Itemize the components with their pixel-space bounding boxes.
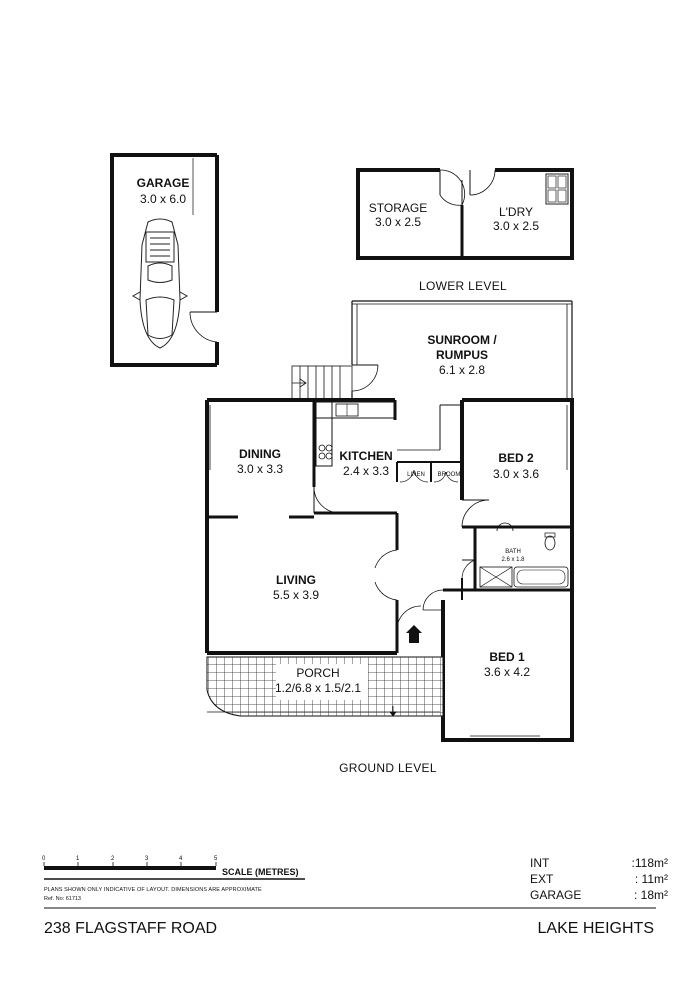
area-row-int: INT :118m² bbox=[530, 855, 668, 871]
bed1-dimensions: 3.6 x 4.2 bbox=[484, 665, 530, 679]
area-summary: INT :118m² EXT : 11m² GARAGE : 18m² bbox=[530, 855, 668, 903]
scale-tick-5: 5 bbox=[214, 856, 218, 862]
bath-dimensions: 2.6 x 1.8 bbox=[501, 557, 525, 563]
scale-title: SCALE (METRES) bbox=[222, 867, 299, 877]
bed2-name: BED 2 bbox=[498, 451, 534, 465]
laundry-name: L'DRY bbox=[499, 205, 533, 219]
porch-dimensions: 1.2/6.8 x 1.5/2.1 bbox=[275, 681, 361, 695]
area-value: : 18m² bbox=[633, 888, 668, 902]
property-suburb: LAKE HEIGHTS bbox=[537, 920, 654, 937]
sunroom-name-line1: SUNROOM / bbox=[427, 333, 497, 347]
car-icon bbox=[131, 218, 189, 349]
laundry-dimensions: 3.0 x 2.5 bbox=[493, 219, 539, 233]
reference-number: Ref. No: 61713 bbox=[44, 896, 81, 902]
scale-bar bbox=[43, 862, 305, 880]
scale-tick-3: 3 bbox=[145, 856, 149, 862]
bed2-dimensions: 3.0 x 3.6 bbox=[493, 467, 539, 481]
lower-level-label: LOWER LEVEL bbox=[419, 279, 507, 293]
living-name: LIVING bbox=[276, 573, 316, 587]
area-label: INT bbox=[530, 856, 550, 870]
scale-tick-4: 4 bbox=[179, 856, 183, 862]
kitchen-dimensions: 2.4 x 3.3 bbox=[343, 464, 389, 478]
lower-level-rooms: STORAGE 3.0 x 2.5 L'DRY 3.0 x 2.5 bbox=[356, 168, 574, 260]
porch-area: PORCH 1.2/6.8 x 1.5/2.1 bbox=[206, 656, 444, 717]
bath-name: BATH bbox=[505, 549, 521, 555]
property-address: 238 FLAGSTAFF ROAD bbox=[44, 920, 218, 937]
sunroom-dimensions: 6.1 x 2.8 bbox=[439, 363, 485, 377]
scale-tick-0: 0 bbox=[42, 856, 46, 862]
linen-label: LINEN bbox=[407, 472, 425, 478]
ground-level-label: GROUND LEVEL bbox=[339, 761, 437, 775]
garage-room: GARAGE 3.0 x 6.0 bbox=[110, 153, 219, 367]
stairs bbox=[291, 365, 353, 401]
area-label: EXT bbox=[530, 872, 554, 886]
area-value: : 11m² bbox=[634, 872, 668, 886]
area-label: GARAGE bbox=[530, 888, 582, 902]
scale-tick-2: 2 bbox=[111, 856, 115, 862]
entry-arrow-icon bbox=[406, 625, 422, 643]
broom-label: BROOM bbox=[438, 472, 461, 478]
porch-name: PORCH bbox=[296, 666, 339, 680]
scale-tick-1: 1 bbox=[76, 856, 80, 862]
garage-name: GARAGE bbox=[137, 176, 190, 190]
dining-name: DINING bbox=[239, 447, 281, 461]
living-dimensions: 5.5 x 3.9 bbox=[273, 588, 319, 602]
storage-dimensions: 3.0 x 2.5 bbox=[375, 215, 421, 229]
bed1-name: BED 1 bbox=[489, 650, 525, 664]
storage-name: STORAGE bbox=[369, 201, 427, 215]
area-row-ext: EXT : 11m² bbox=[530, 871, 668, 887]
area-value: :118m² bbox=[631, 856, 668, 870]
sunroom-name-line2: RUMPUS bbox=[436, 348, 488, 362]
area-row-garage: GARAGE : 18m² bbox=[530, 887, 668, 903]
kitchen-name: KITCHEN bbox=[339, 449, 392, 463]
disclaimer-text: PLANS SHOWN ONLY INDICATIVE OF LAYOUT. D… bbox=[44, 887, 262, 893]
dining-dimensions: 3.0 x 3.3 bbox=[237, 462, 283, 476]
garage-dimensions: 3.0 x 6.0 bbox=[140, 192, 186, 206]
